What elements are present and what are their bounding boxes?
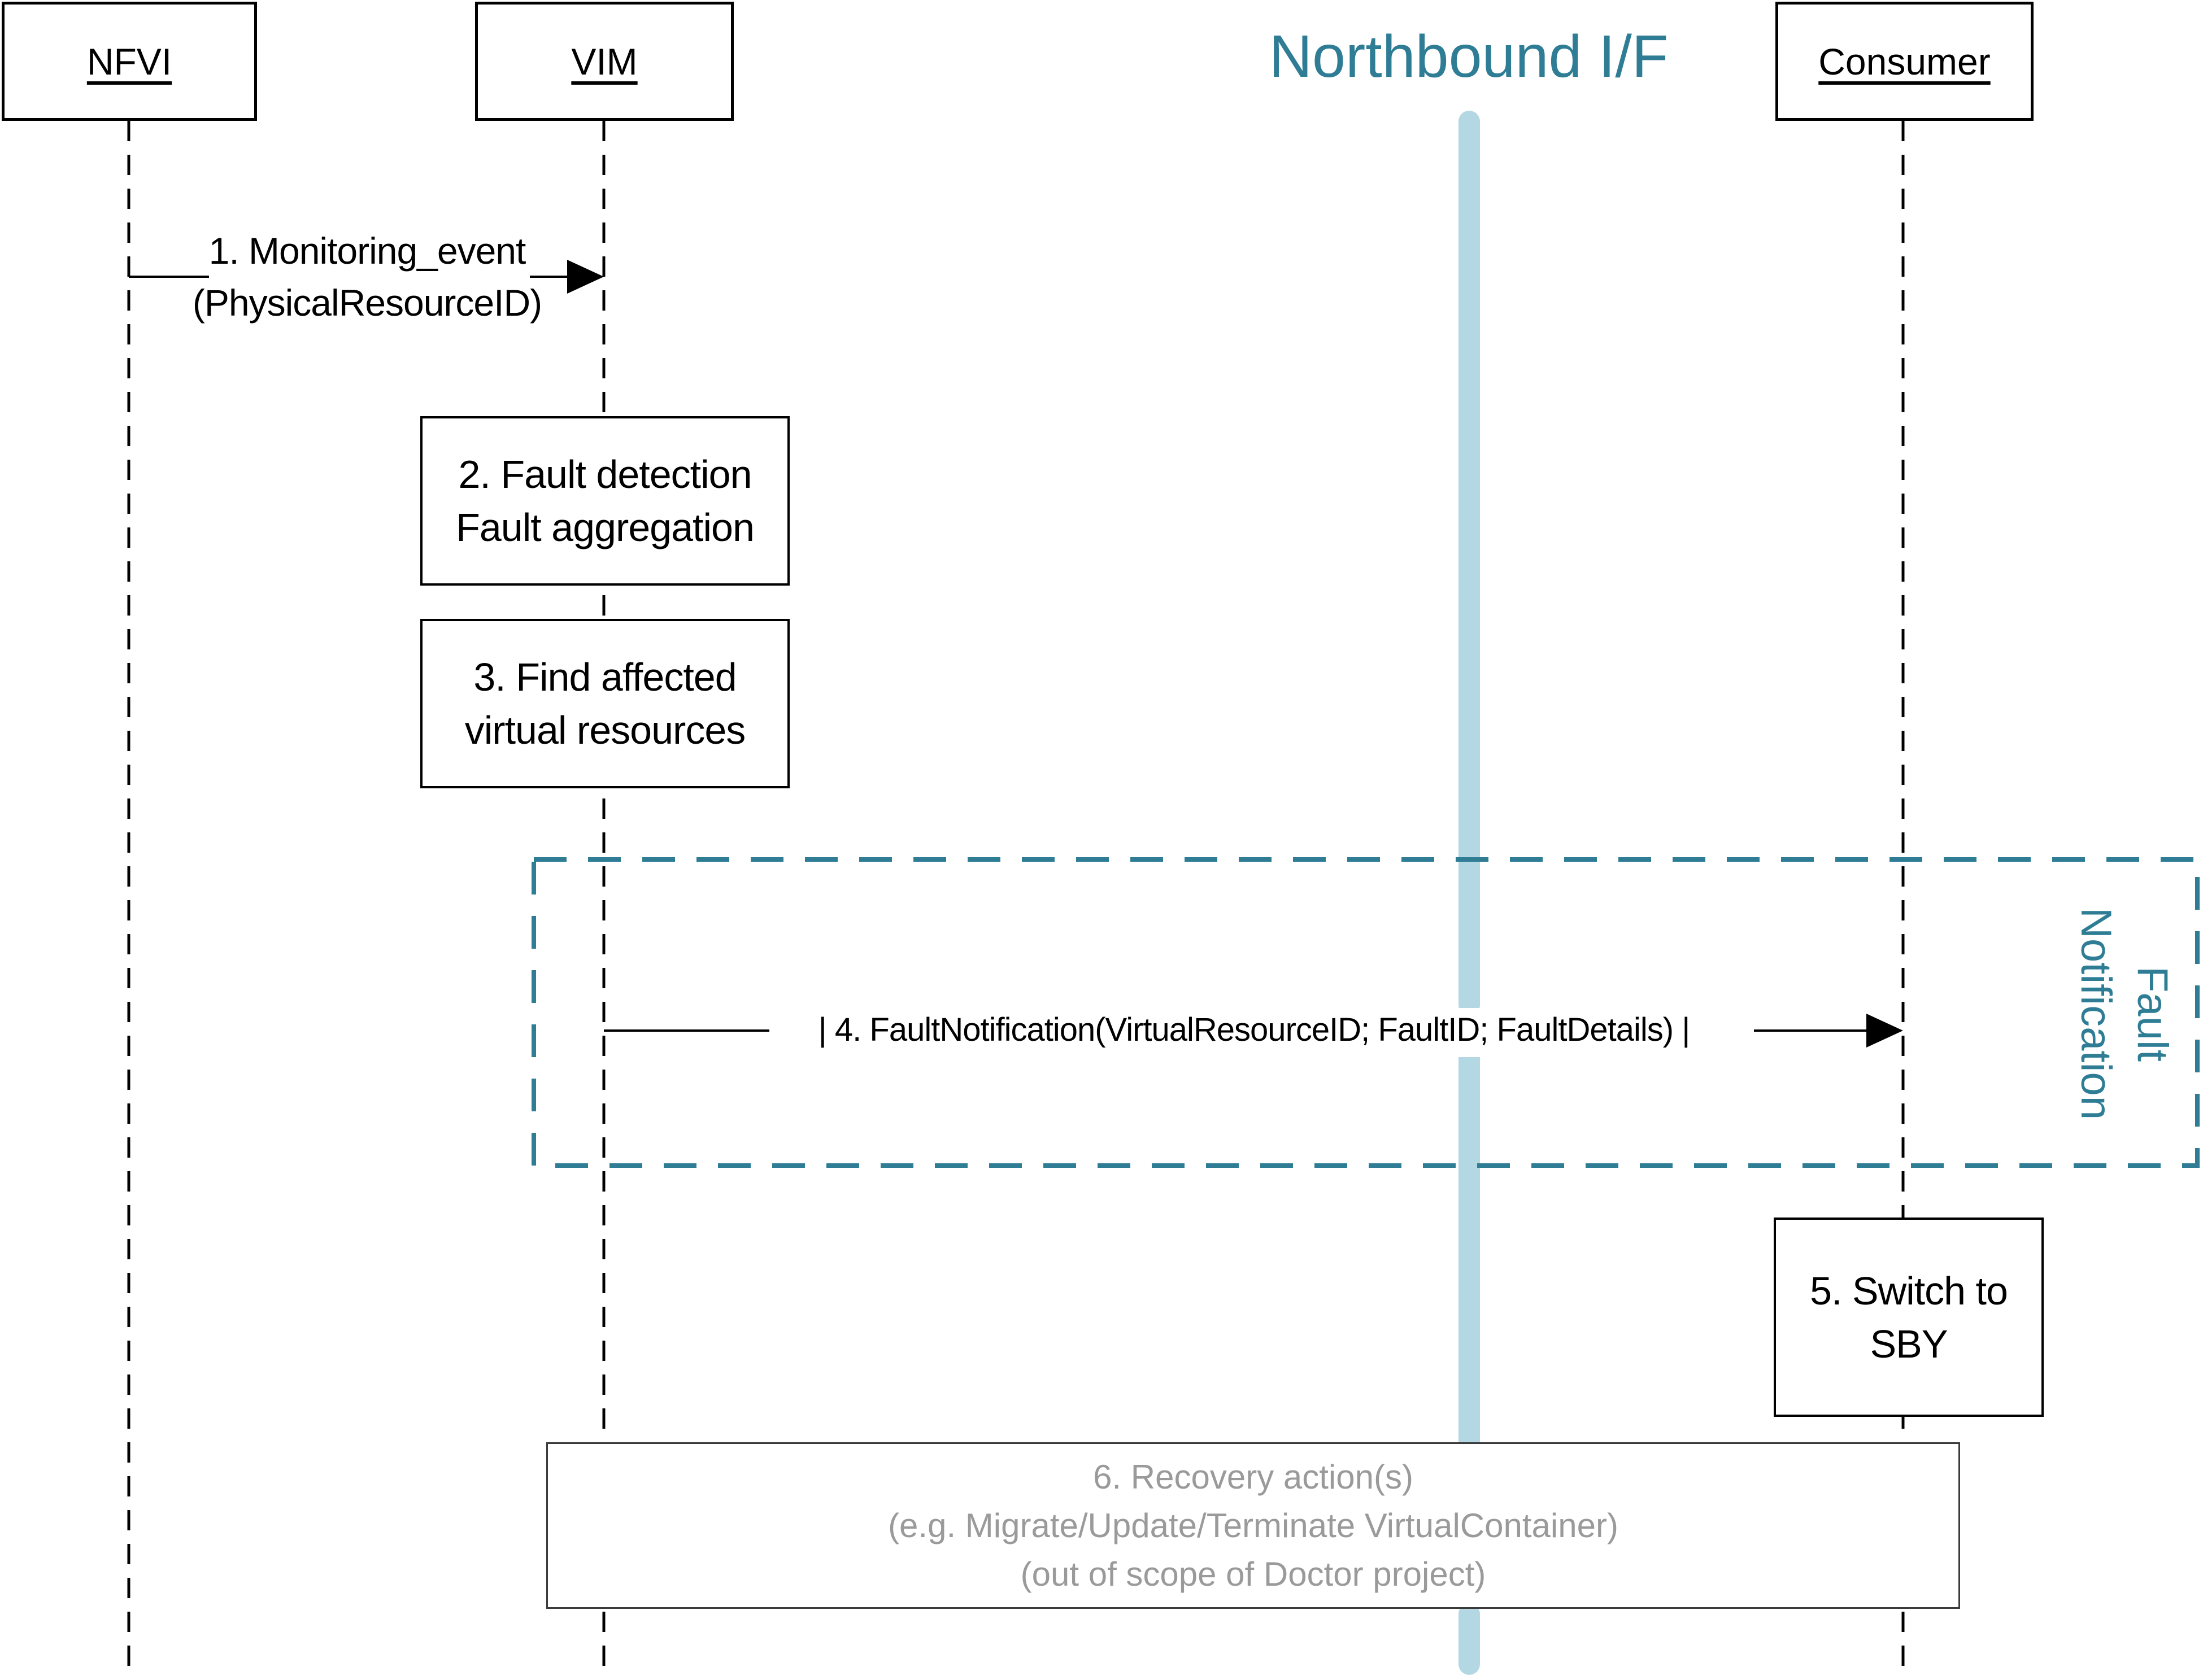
activity-box3-line1: 3. Find affected [473,655,737,699]
activity-box-recovery-actions: 6. Recovery action(s) (e.g. Migrate/Upda… [546,1442,1960,1609]
actor-box-vim: VIM [475,2,734,121]
activity-box5-line2: SBY [1870,1321,1948,1366]
fault-notification-frame-label: Fault Notification [2072,907,2176,1120]
msg1-text-line2: (PhysicalResourceID) [192,282,542,324]
activity-box-fault-detection: 2. Fault detection Fault aggregation [420,416,790,586]
msg4-arrowhead [1866,1014,1903,1048]
activity-box2-line1: 2. Fault detection [458,452,752,496]
northbound-interface-title: Northbound I/F [1269,23,1669,90]
actor-label-consumer: Consumer [1818,40,1991,82]
actor-label-vim: VIM [571,40,638,82]
activity-box5-line1: 5. Switch to [1810,1268,2008,1313]
activity-box2-line2: Fault aggregation [456,505,755,549]
msg4-text-label: | 4. FaultNotification(VirtualResourceID… [813,1008,1695,1051]
actor-box-nfvi: NFVI [2,2,257,121]
msg1-arrowhead [567,260,604,294]
activity-box3-line2: virtual resources [464,708,746,752]
activity-box6-line3: (out of scope of Doctor project) [1020,1555,1486,1593]
activity-box6-line1: 6. Recovery action(s) [1093,1458,1413,1496]
activity-box-switch-to-sby: 5. Switch to SBY [1774,1218,2044,1417]
msg1-text: 1. Monitoring_event (PhysicalResourceID) [158,225,576,329]
fault-notification-frame [532,857,2200,1168]
msg1-text-line1: 1. Monitoring_event [208,230,526,272]
activity-box-find-affected: 3. Find affected virtual resources [420,619,790,788]
actor-label-nfvi: NFVI [86,40,172,82]
actor-box-consumer: Consumer [1775,2,2034,121]
msg4-text: | 4. FaultNotification(VirtualResourceID… [604,1008,1904,1051]
activity-box6-line2: (e.g. Migrate/Update/Terminate VirtualCo… [888,1506,1618,1544]
